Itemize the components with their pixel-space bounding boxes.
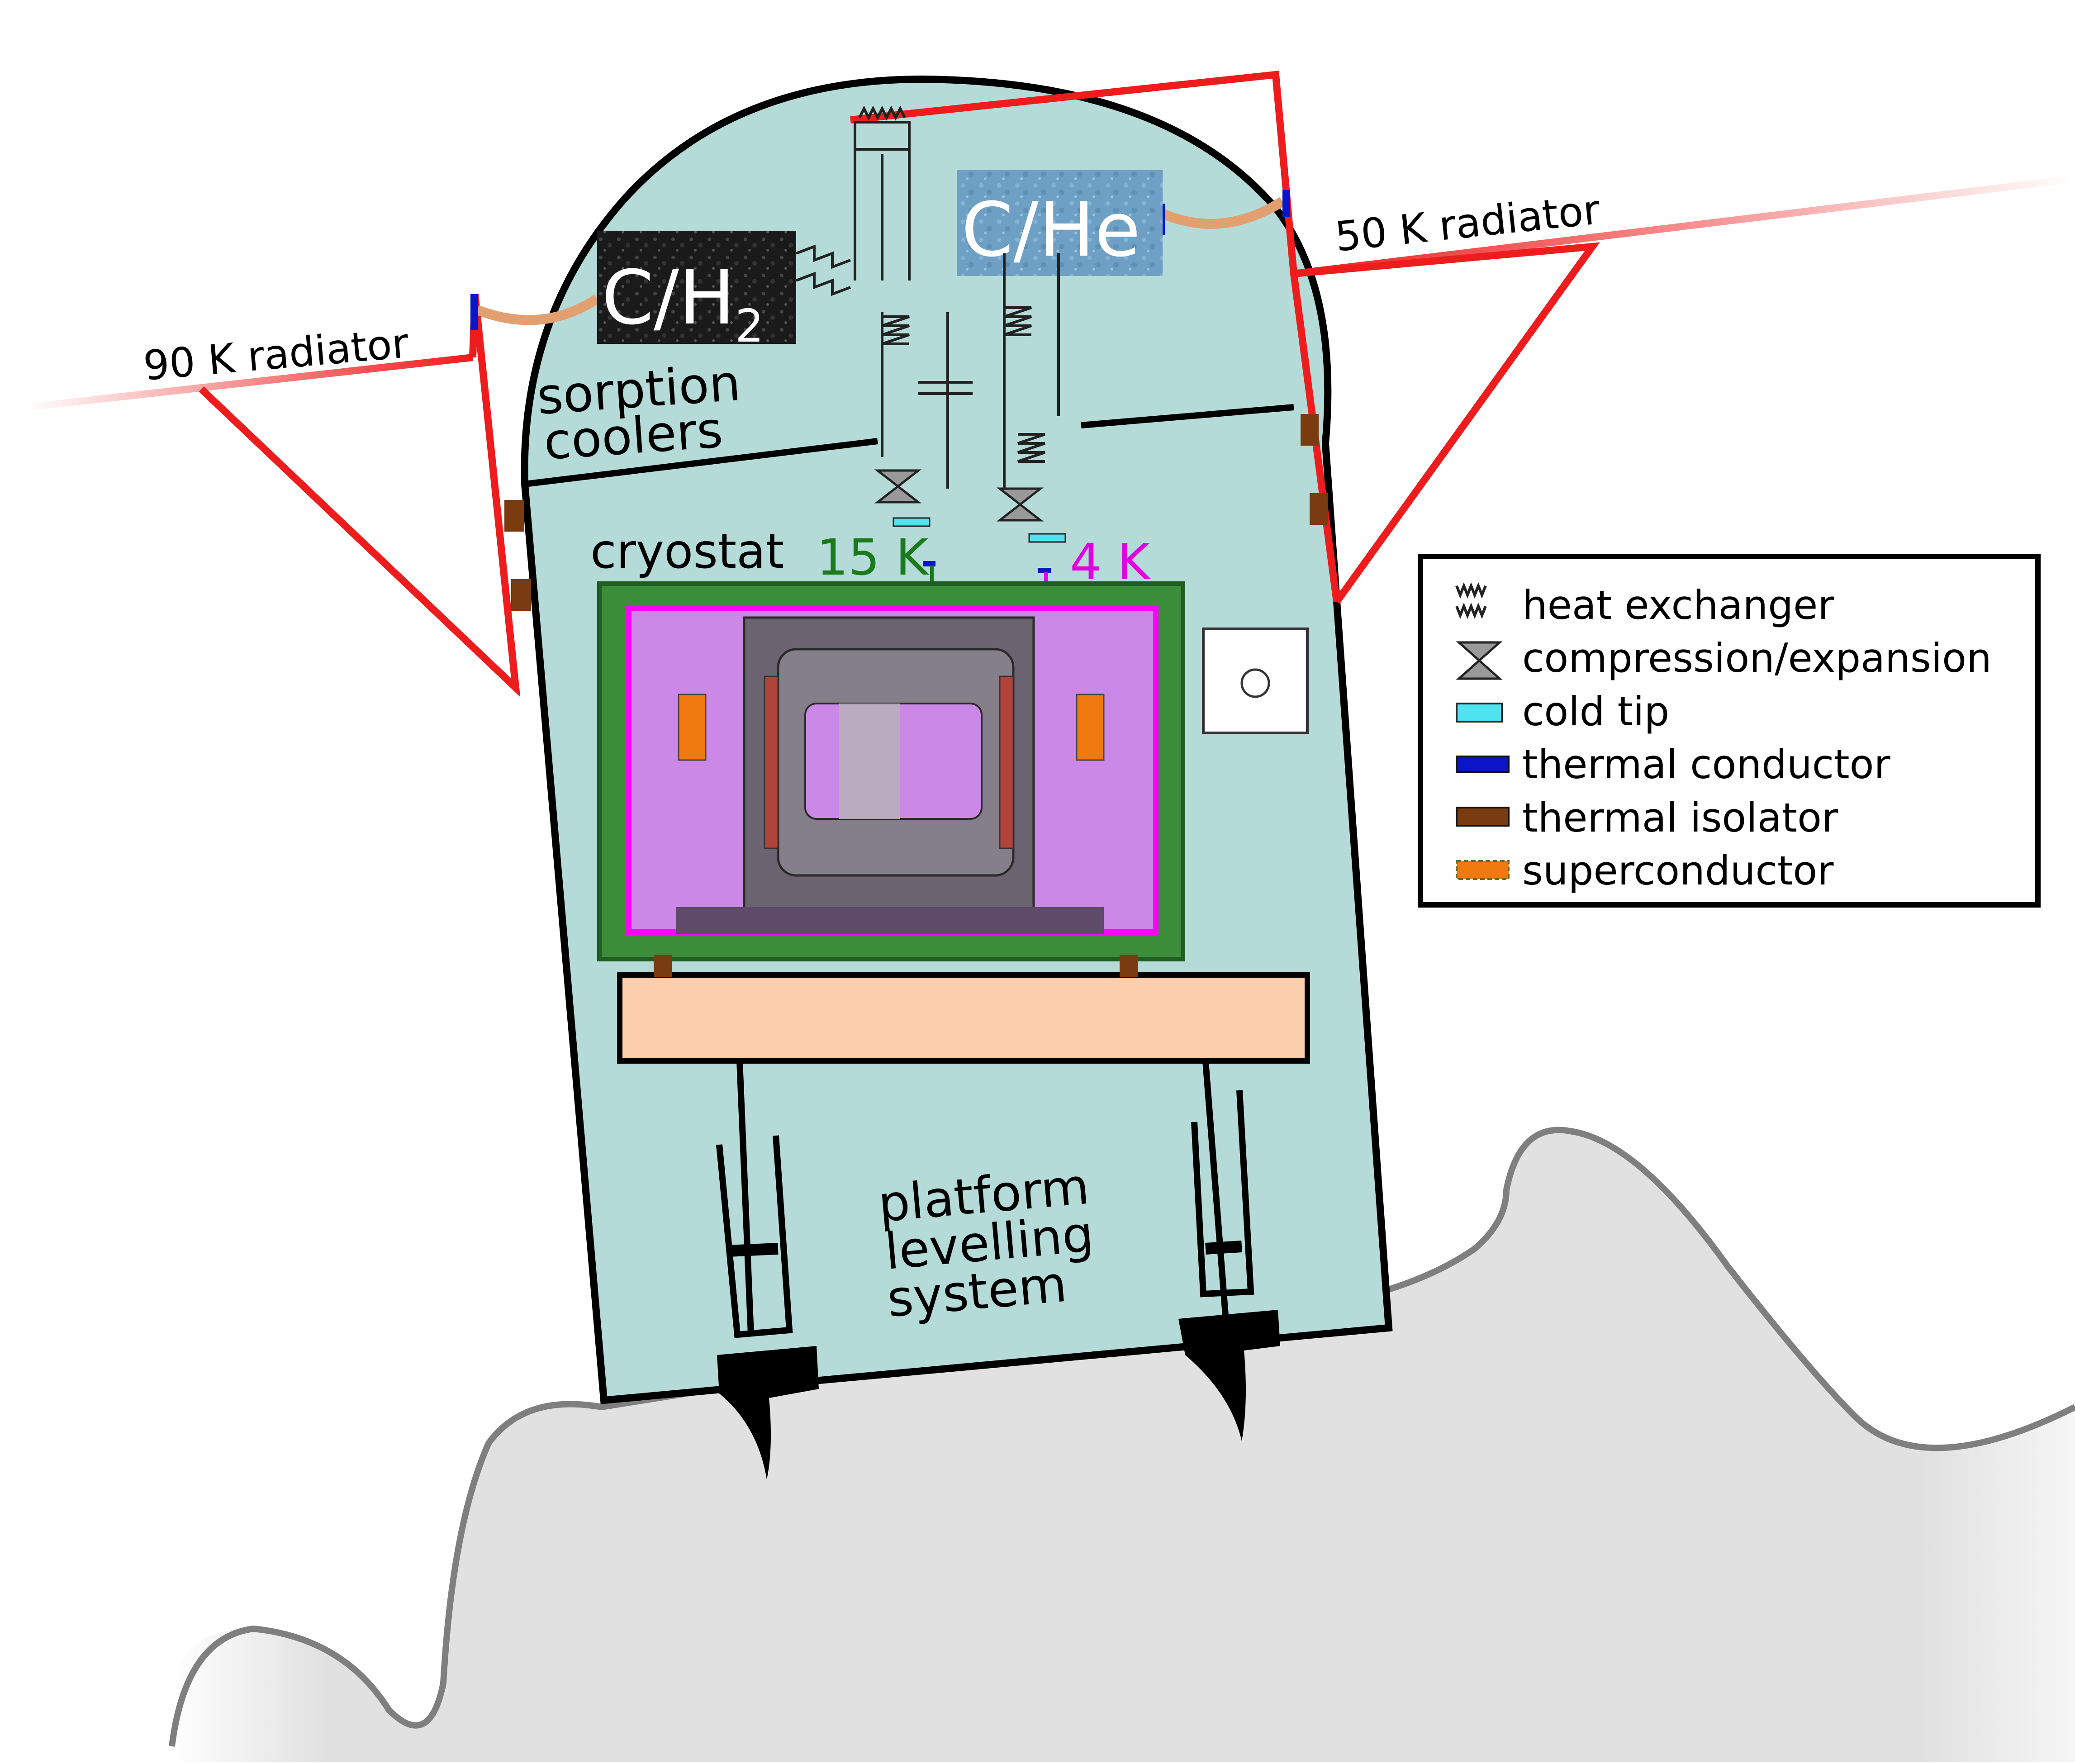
legend-label: heat exchanger <box>1522 582 1834 628</box>
cooler-h2-box <box>597 231 796 344</box>
platform-support-right <box>1120 955 1138 977</box>
rail-left <box>764 675 779 849</box>
conductor-15k <box>923 561 935 566</box>
isolator-left-1 <box>504 500 524 532</box>
temp-4k-label: 4 K <box>1070 533 1151 591</box>
leg-left <box>716 1060 793 1338</box>
thermal-isolator-icon <box>1456 807 1510 827</box>
sample-column <box>839 704 900 819</box>
legend-label: superconductor <box>1522 847 1834 894</box>
ground-outline <box>169 1127 2075 1747</box>
isolator-left-2 <box>511 579 531 611</box>
compression-expansion-icon <box>1456 641 1503 680</box>
legend-label: cold tip <box>1522 688 1669 735</box>
cooler-he-label: C/He <box>961 186 1140 273</box>
coil-left <box>678 694 707 761</box>
conductor-4k <box>1038 568 1051 573</box>
temp-15k-label: 15 K <box>817 528 930 586</box>
chip-sensor <box>1240 668 1270 698</box>
conductor-90k <box>470 294 478 330</box>
foot-right <box>1178 1310 1280 1441</box>
strap-h2 <box>475 294 600 325</box>
cold-tip-icon <box>1456 703 1503 723</box>
coil-right <box>1076 694 1105 761</box>
legend-label: thermal isolator <box>1522 794 1838 841</box>
valve-he <box>996 487 1044 522</box>
conductor-50k <box>1282 190 1290 217</box>
cold-tip-15k <box>893 517 931 527</box>
rail-right <box>999 675 1014 849</box>
cryostat-base <box>676 907 1104 934</box>
sorption-label-1: sorption <box>535 354 742 426</box>
superconductor-icon <box>1456 860 1510 880</box>
sorption-divider-right <box>1081 404 1294 428</box>
cold-tip-4k <box>1028 533 1066 543</box>
strap-he <box>1158 197 1285 229</box>
sorption-label-2: coolers <box>542 401 725 471</box>
isolator-right-2 <box>1310 493 1328 525</box>
platform-support-left <box>654 955 672 977</box>
sorption-divider-left <box>524 438 878 487</box>
levelling-platform <box>617 972 1310 1064</box>
isolator-right-1 <box>1301 414 1319 446</box>
legend-label: thermal conductor <box>1522 741 1890 788</box>
valve-h2 <box>874 469 922 504</box>
legend-label: compression/expansion <box>1522 635 1992 681</box>
heat-exchanger-icon <box>1455 582 1487 619</box>
cooler-plumbing <box>795 105 1060 489</box>
thermal-conductor-icon <box>1456 756 1510 773</box>
leg-right <box>1191 1060 1254 1322</box>
cooler-h2-label: C/H2 <box>602 254 764 352</box>
foot-left <box>717 1346 819 1479</box>
legend: heat exchanger compression/expansion col… <box>1418 554 2041 908</box>
legend-box <box>1418 554 2041 908</box>
cryostat-label: cryostat <box>590 524 784 579</box>
ground-rock <box>172 1130 2075 1762</box>
